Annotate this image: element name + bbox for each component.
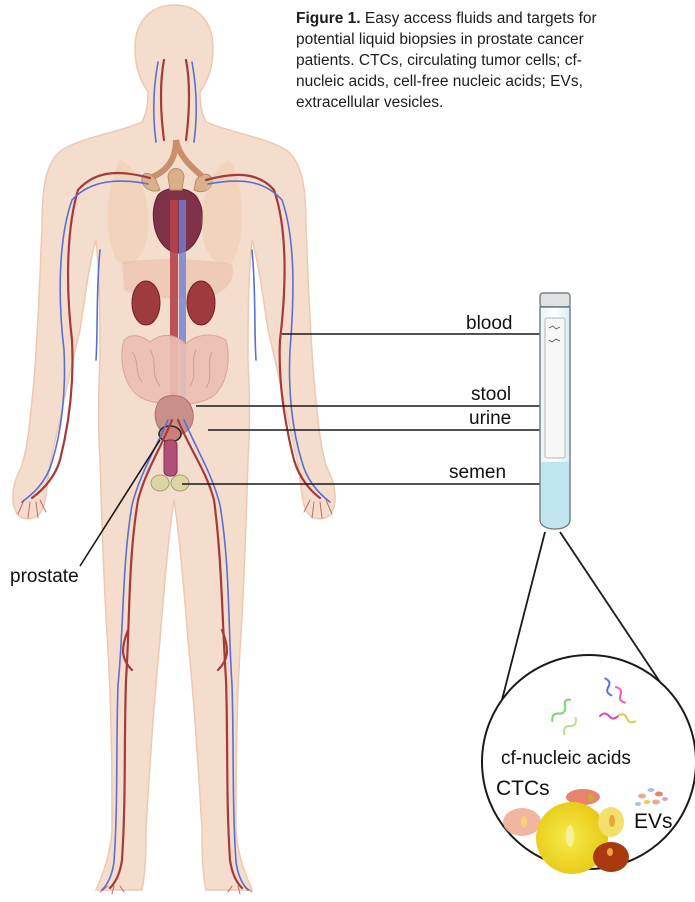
ctc-cell	[593, 842, 629, 872]
ev	[648, 788, 655, 792]
urethra	[164, 440, 177, 476]
left-testis	[151, 475, 169, 491]
ctc-nucleus	[566, 825, 574, 847]
tube-label	[545, 318, 565, 458]
right-testis	[171, 475, 189, 491]
ctc-nucleus	[588, 794, 594, 802]
caption-line-5: extracellular vesicles.	[296, 92, 695, 113]
stool-label: stool	[471, 384, 511, 406]
caption-line-4: nucleic acids, cell-free nucleic acids; …	[296, 71, 695, 92]
tube-liquid	[541, 462, 569, 528]
caption-line-2: potential liquid biopsies in prostate ca…	[296, 29, 695, 50]
ctc-nucleus	[521, 816, 527, 828]
ctc-nucleus	[607, 848, 613, 856]
caption-label: Figure 1.	[296, 10, 361, 27]
cf-nucleic-acids-label: cf-nucleic acids	[501, 748, 631, 770]
ev	[655, 792, 663, 797]
evs-label: EVs	[634, 810, 673, 834]
right-kidney	[187, 281, 215, 325]
ev	[662, 797, 668, 801]
semen-label: semen	[449, 462, 506, 484]
ctcs-label: CTCs	[496, 777, 550, 801]
ev	[652, 800, 660, 805]
ctc-nucleus	[609, 815, 615, 827]
extremity-vessels	[18, 500, 332, 894]
test-tube	[540, 293, 570, 529]
tube-cap	[540, 293, 570, 307]
caption-line-1: Easy access fluids and targets for	[365, 10, 597, 27]
figure-caption: Figure 1. Easy access fluids and targets…	[296, 8, 695, 118]
blood-label: blood	[466, 313, 513, 335]
caption-line-3: patients. CTCs, circulating tumor cells;…	[296, 50, 695, 71]
ev	[635, 802, 641, 806]
prostate-label: prostate	[10, 566, 79, 588]
ev	[638, 794, 646, 799]
left-kidney	[132, 281, 160, 325]
ev	[644, 800, 651, 804]
urine-label: urine	[469, 408, 511, 430]
